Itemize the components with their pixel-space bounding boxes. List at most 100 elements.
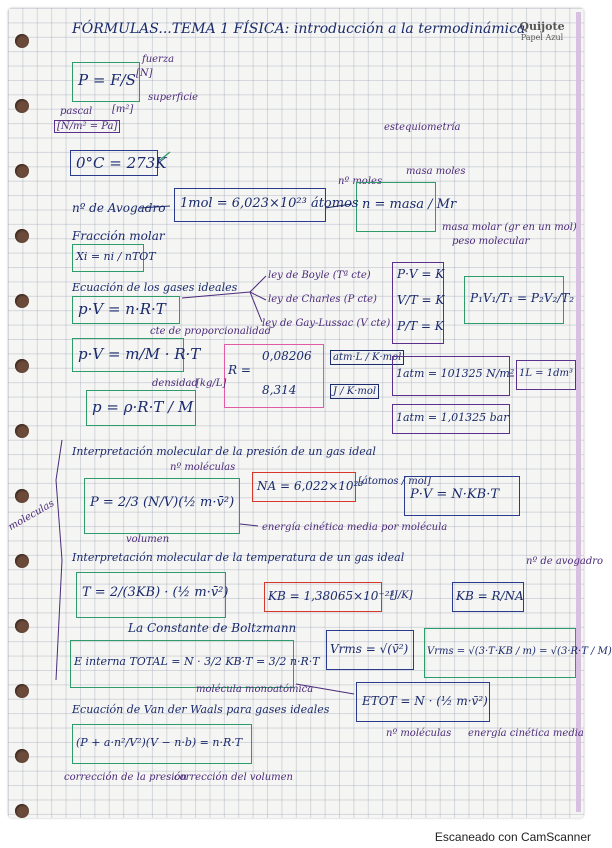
- avogadro-na-box: [252, 472, 356, 502]
- vrms-eq-formula: Vrms = √(3·T·KB / m) = √(3·R·T / M): [427, 646, 612, 657]
- vrms-formula: Vrms = √(v̄²): [330, 642, 409, 656]
- binder-hole: [15, 804, 29, 818]
- litre-box: [516, 360, 576, 390]
- moles-formula: n = masa / Mr: [362, 197, 457, 212]
- etot-formula: ETOT = N · (½ m·v̄²): [362, 694, 488, 708]
- boltzmann-value: KB = 1,38065×10⁻²³: [268, 589, 395, 603]
- boyle-eq: P·V = K: [397, 267, 445, 281]
- gas-constant-box: [224, 344, 324, 408]
- connector-lines: [55, 151, 514, 695]
- vrms-eq-box: [424, 628, 576, 678]
- atm-pa-box: [392, 356, 510, 396]
- molecules-label-2: nº moléculas: [386, 728, 452, 739]
- gas-constant-unit1: atm·L / K·mol: [330, 350, 405, 365]
- connector-line: [324, 203, 353, 209]
- ideal-gas-box: [72, 296, 180, 324]
- pascal-unit: [N/m² = Pa]: [54, 120, 121, 133]
- avogadro-label: nº de Avogadro: [72, 201, 166, 215]
- binder-hole: [15, 684, 29, 698]
- energy-total-box: [70, 640, 294, 688]
- moles-label: nº moles: [338, 176, 383, 187]
- scanner-footer: Escaneado con CamScanner: [434, 830, 591, 844]
- volume-label: volumen: [126, 534, 170, 545]
- molecular-weight-label: peso molecular: [452, 236, 530, 247]
- charles-law: ley de Charles (P cte): [268, 294, 377, 305]
- connector-line: [295, 683, 355, 695]
- binder-hole: [15, 99, 29, 113]
- brand-name: Quijote: [519, 20, 565, 33]
- litre: 1L = 1dm³: [519, 368, 573, 379]
- temperature-interp-box: [76, 572, 226, 618]
- atm-bar: 1atm = 1,01325 bar: [396, 411, 509, 424]
- pressure-interp-box: [84, 478, 240, 534]
- pressure-formula: P = F/S: [78, 71, 136, 89]
- binder-hole: [15, 424, 29, 438]
- ideal-gas-label: Ecuación de los gases ideales: [72, 281, 238, 294]
- temperature-interp-formula: T = 2/(3KB) · (½ m·v̄²): [82, 585, 229, 600]
- binder-hole: [15, 749, 29, 763]
- density-box: [86, 390, 196, 426]
- connector-line: [249, 275, 267, 323]
- combined-law-box: [464, 276, 564, 324]
- boltzmann-unit: [J/K]: [390, 590, 413, 601]
- gas-constant-unit2: J / K·mol: [330, 384, 380, 399]
- boltzmann-label: La Constante de Boltzmann: [128, 621, 297, 635]
- molecules-label: nº moléculas: [170, 462, 236, 473]
- pressure-interpretation-label: Interpretación molecular de la presión d…: [72, 445, 376, 458]
- atm-bar-box: [392, 404, 510, 434]
- density-formula: p = ρ·R·T / M: [92, 398, 194, 416]
- avogadro-small-label: nº de avogadro: [526, 556, 604, 567]
- pressure-box: [72, 62, 140, 102]
- molar-fraction-label: Fracción molar: [72, 229, 165, 243]
- connector-line: [239, 523, 259, 527]
- combined-law: P₁V₁/T₁ = P₂V₂/T₂: [470, 291, 575, 305]
- molar-mass-label: masa molar (gr en un mol): [442, 222, 577, 233]
- gay-lussac-law: ley de Gay-Lussac (V cte): [262, 318, 391, 329]
- avogadro-box: [174, 188, 326, 222]
- bracket-line: [55, 439, 63, 681]
- connector-line: [181, 291, 251, 299]
- binder-hole: [15, 619, 29, 633]
- pascal-label: pascal: [60, 106, 93, 117]
- page-title: FÓRMULAS...TEMA 1 FÍSICA: introducción a…: [72, 21, 526, 37]
- energy-total-formula: E interna TOTAL = N · 3/2 KB·T = 3/2 n·R…: [74, 655, 320, 668]
- binding-strip: [576, 12, 581, 812]
- pressure-interp-formula: P = 2/3 (N/V)(½ m·v̄²): [90, 495, 235, 510]
- binder-hole: [15, 164, 29, 178]
- brand-logo: Quijote Papel Azul: [512, 20, 572, 50]
- gas-constant-label: R =: [228, 363, 251, 377]
- kinetic-media-label: energía cinética media: [468, 728, 584, 739]
- binder-hole: [15, 554, 29, 568]
- pv-nkt-formula: P·V = N·KB·T: [410, 487, 500, 502]
- molar-fraction: Xi = ni / nTOT: [76, 250, 156, 263]
- molar-fraction-box: [72, 244, 144, 272]
- proportionality-note: cte de proporcionalidad: [150, 326, 272, 337]
- binder-hole: [15, 359, 29, 373]
- avogadro-na: NA = 6,022×10²³: [257, 479, 364, 493]
- ideal-mass-box: [72, 338, 184, 372]
- force-label: fuerza: [142, 54, 175, 65]
- kb-relation-box: [452, 582, 524, 612]
- etot-box: [356, 682, 490, 722]
- charles-eq: V/T = K: [397, 293, 445, 307]
- gas-constant-value2: 8,314: [262, 383, 297, 397]
- moles-box: [356, 182, 436, 232]
- kinetic-energy-label: energía cinética media por molécula: [262, 522, 448, 533]
- kb-relation: KB = R/NA: [456, 589, 524, 603]
- binder-hole: [15, 34, 29, 48]
- mass-label: masa moles: [406, 166, 466, 177]
- pv-nkt-box: [404, 476, 520, 516]
- ideal-gas-formula: p·V = n·R·T: [78, 300, 166, 318]
- force-unit: [N]: [136, 68, 153, 79]
- van-der-waals-formula: (P + a·n²/V²)(V − n·b) = n·R·T: [76, 736, 243, 749]
- gas-constant-value1: 0,08206: [262, 349, 312, 363]
- boltzmann-box: [264, 582, 382, 612]
- zero-celsius-box: [70, 150, 158, 176]
- zero-celsius: 0°C = 273K: [76, 154, 167, 172]
- atm-pa: 1atm = 101325 N/m²: [396, 367, 515, 380]
- density-unit: [kg/L]: [196, 378, 227, 389]
- brand-subtitle: Papel Azul: [520, 33, 564, 42]
- avogadro-na-unit: [átomos / mol]: [358, 476, 431, 487]
- checkmark: [159, 151, 171, 161]
- pressure-correction-label: corrección de la presión: [64, 772, 187, 783]
